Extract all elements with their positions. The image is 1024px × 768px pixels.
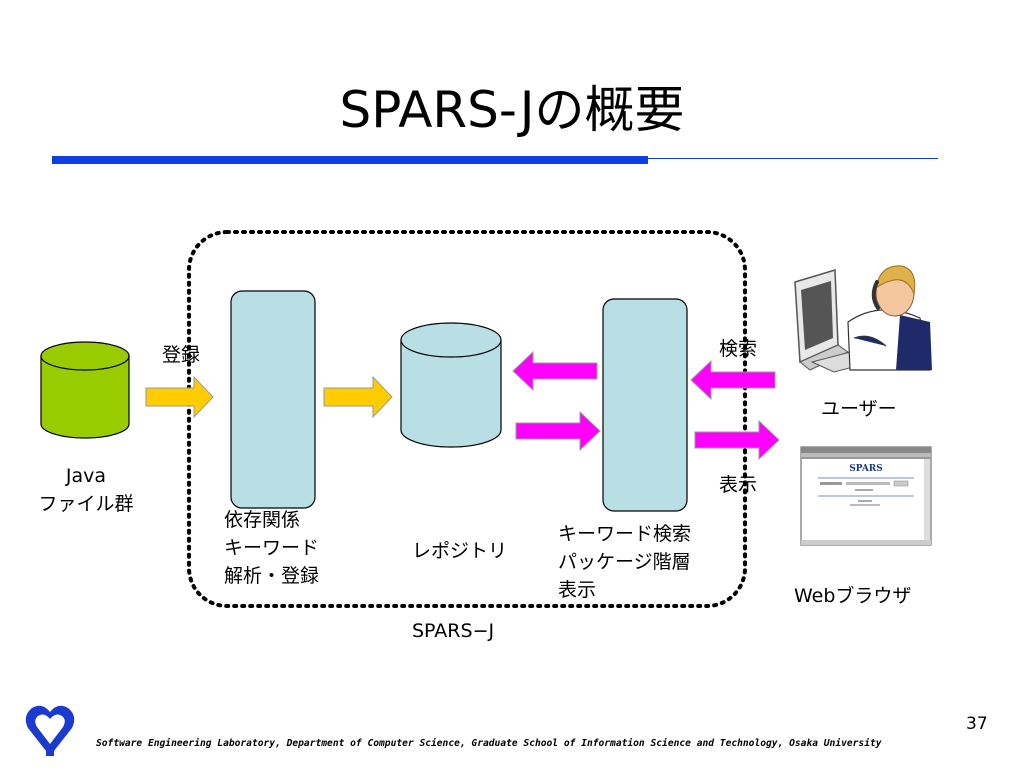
repository-label: レポジトリ — [412, 540, 508, 562]
analyzer-component — [230, 290, 316, 509]
query-arrow — [515, 410, 601, 452]
title-underline-thick — [52, 156, 648, 164]
title-underline-thin — [648, 158, 938, 159]
display-label: 表示 — [719, 474, 758, 496]
web-browser-illustration: SPARS — [800, 446, 932, 546]
java-files-cylinder — [40, 341, 130, 439]
search-display-label-line3: 表示 — [558, 579, 597, 601]
browser-logo: SPARS — [849, 464, 883, 474]
search-display-label: キーワード検索 パッケージ階層 表示 — [558, 520, 691, 604]
analyzer-label: 依存関係 キーワード 解析・登録 — [224, 506, 319, 590]
repository-cylinder — [400, 322, 502, 448]
java-files-label: Java ファイル群 — [28, 462, 144, 518]
search-display-label-line1: キーワード検索 — [558, 523, 692, 545]
user-illustration — [794, 265, 932, 373]
search-label: 検索 — [719, 338, 758, 360]
search-display-component — [602, 298, 688, 512]
query-result-arrow — [512, 350, 598, 392]
register-label: 登録 — [162, 344, 201, 366]
analyzer-label-line3: 解析・登録 — [224, 565, 320, 587]
page-title: SPARS-Jの概要 — [339, 81, 685, 139]
page-number: 37 — [966, 714, 988, 734]
system-label: SPARS−J — [412, 620, 495, 642]
store-arrow — [323, 375, 393, 419]
user-label: ユーザー — [821, 398, 897, 420]
java-files-label-line2: ファイル群 — [38, 493, 134, 515]
analyzer-label-line2: キーワード — [224, 537, 320, 559]
java-files-label-line1: Java — [65, 465, 107, 487]
spars-j-boundary — [187, 230, 747, 608]
search-request-arrow — [690, 359, 776, 401]
search-display-label-line2: パッケージ階層 — [558, 551, 691, 573]
footer-text: Software Engineering Laboratory, Departm… — [96, 738, 882, 749]
browser-label: Webブラウザ — [794, 585, 912, 607]
display-response-arrow — [694, 419, 780, 461]
register-arrow — [145, 375, 214, 419]
analyzer-label-line1: 依存関係 — [224, 509, 301, 531]
